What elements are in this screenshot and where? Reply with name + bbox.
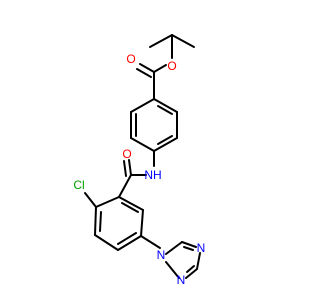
triazole-nitrogen-2-label: N [197, 241, 206, 255]
triazole-nitrogen-3-label: N [177, 273, 186, 287]
triazole-nitrogen-1-label: N [157, 248, 166, 262]
amide-oxygen-label: O [122, 147, 131, 161]
ester-oxygen-label: O [167, 59, 176, 73]
amide-nitrogen-label: NH [144, 168, 161, 182]
chlorine-label: Cl [73, 178, 84, 192]
molecule-structure: O O NH O Cl N N N [73, 34, 206, 287]
carbonyl-oxygen-label: O [126, 52, 135, 66]
bond-lines [84, 34, 201, 279]
